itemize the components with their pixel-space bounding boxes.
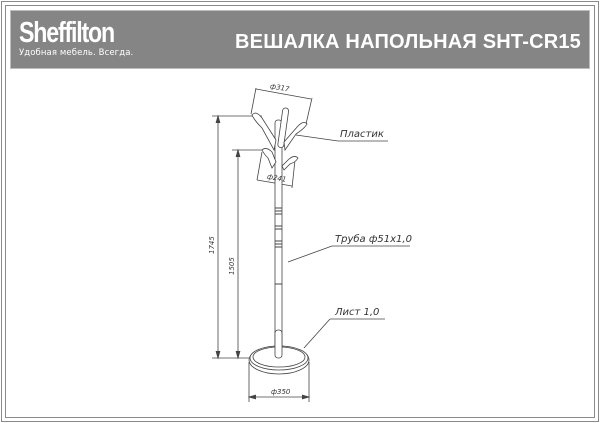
hook-height-label: 1505 — [228, 257, 236, 275]
base-diameter-label: ф350 — [271, 388, 291, 396]
product-title: ВЕШАЛКА НАПОЛЬНАЯ SHT-CR15 — [235, 31, 581, 53]
tube-label: Труба ф51х1,0 — [335, 233, 412, 245]
total-height-label: 1745 — [208, 236, 216, 254]
leader-tube — [287, 245, 410, 263]
leader-sheet — [303, 318, 385, 349]
plastic-hooks — [251, 112, 308, 171]
top-diameter-label: ф317 — [269, 82, 290, 93]
brand-logo: Sheffilton Удобная мебель. Всегда. — [19, 19, 138, 59]
dimension-hook-diameter — [256, 151, 296, 189]
sheet-label: Лист 1,0 — [334, 307, 379, 318]
leader-plastic — [295, 134, 388, 142]
header-banner: Sheffilton Удобная мебель. Всегда. ВЕШАЛ… — [10, 10, 590, 69]
brand-slogan: Удобная мебель. Всегда. — [19, 48, 134, 58]
dimension-hook-height — [232, 148, 262, 360]
brand-name: Sheffilton — [19, 17, 115, 49]
inner-frame — [5, 5, 595, 418]
plastic-label: Пластик — [340, 129, 384, 140]
coat-rack-pole — [274, 107, 289, 353]
dimension-top-diameter — [250, 87, 313, 125]
coat-rack-base — [248, 329, 310, 375]
dimension-base-diameter — [247, 362, 311, 402]
hook-diameter-label: ф241 — [266, 173, 286, 184]
